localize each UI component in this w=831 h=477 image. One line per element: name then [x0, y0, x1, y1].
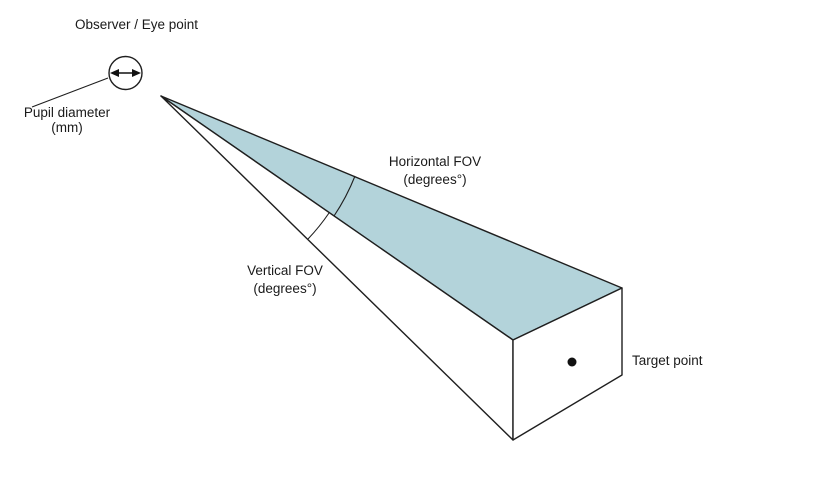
pupil-diameter-label-line2: (mm) [51, 120, 83, 135]
horizontal-fov-label-line1: Horizontal FOV [388, 154, 482, 169]
observer-eye-point-label: Observer / Eye point [75, 17, 199, 32]
horizontal-fov-label: Horizontal FOV (degrees°) [355, 153, 515, 189]
pupil-diameter-label: Pupil diameter(mm) [15, 105, 119, 135]
vertical-fov-label: Vertical FOV (degrees°) [205, 262, 365, 298]
horizontal-fov-label-line2: (degrees°) [403, 172, 467, 187]
pupil-diameter-arrow-icon [110, 69, 141, 77]
pupil-leader-line [31, 77, 109, 108]
target-face [512, 287, 623, 441]
target-point-label: Target point [632, 353, 703, 368]
vertical-fov-arc-icon [307, 212, 330, 240]
horizontal-fov-arc-icon [333, 175, 356, 217]
pupil-diameter-label-line1: Pupil diameter [23, 105, 111, 120]
vertical-fov-label-line1: Vertical FOV [247, 263, 323, 278]
target-point-dot [567, 357, 577, 367]
vertical-fov-label-line2: (degrees°) [253, 281, 317, 296]
